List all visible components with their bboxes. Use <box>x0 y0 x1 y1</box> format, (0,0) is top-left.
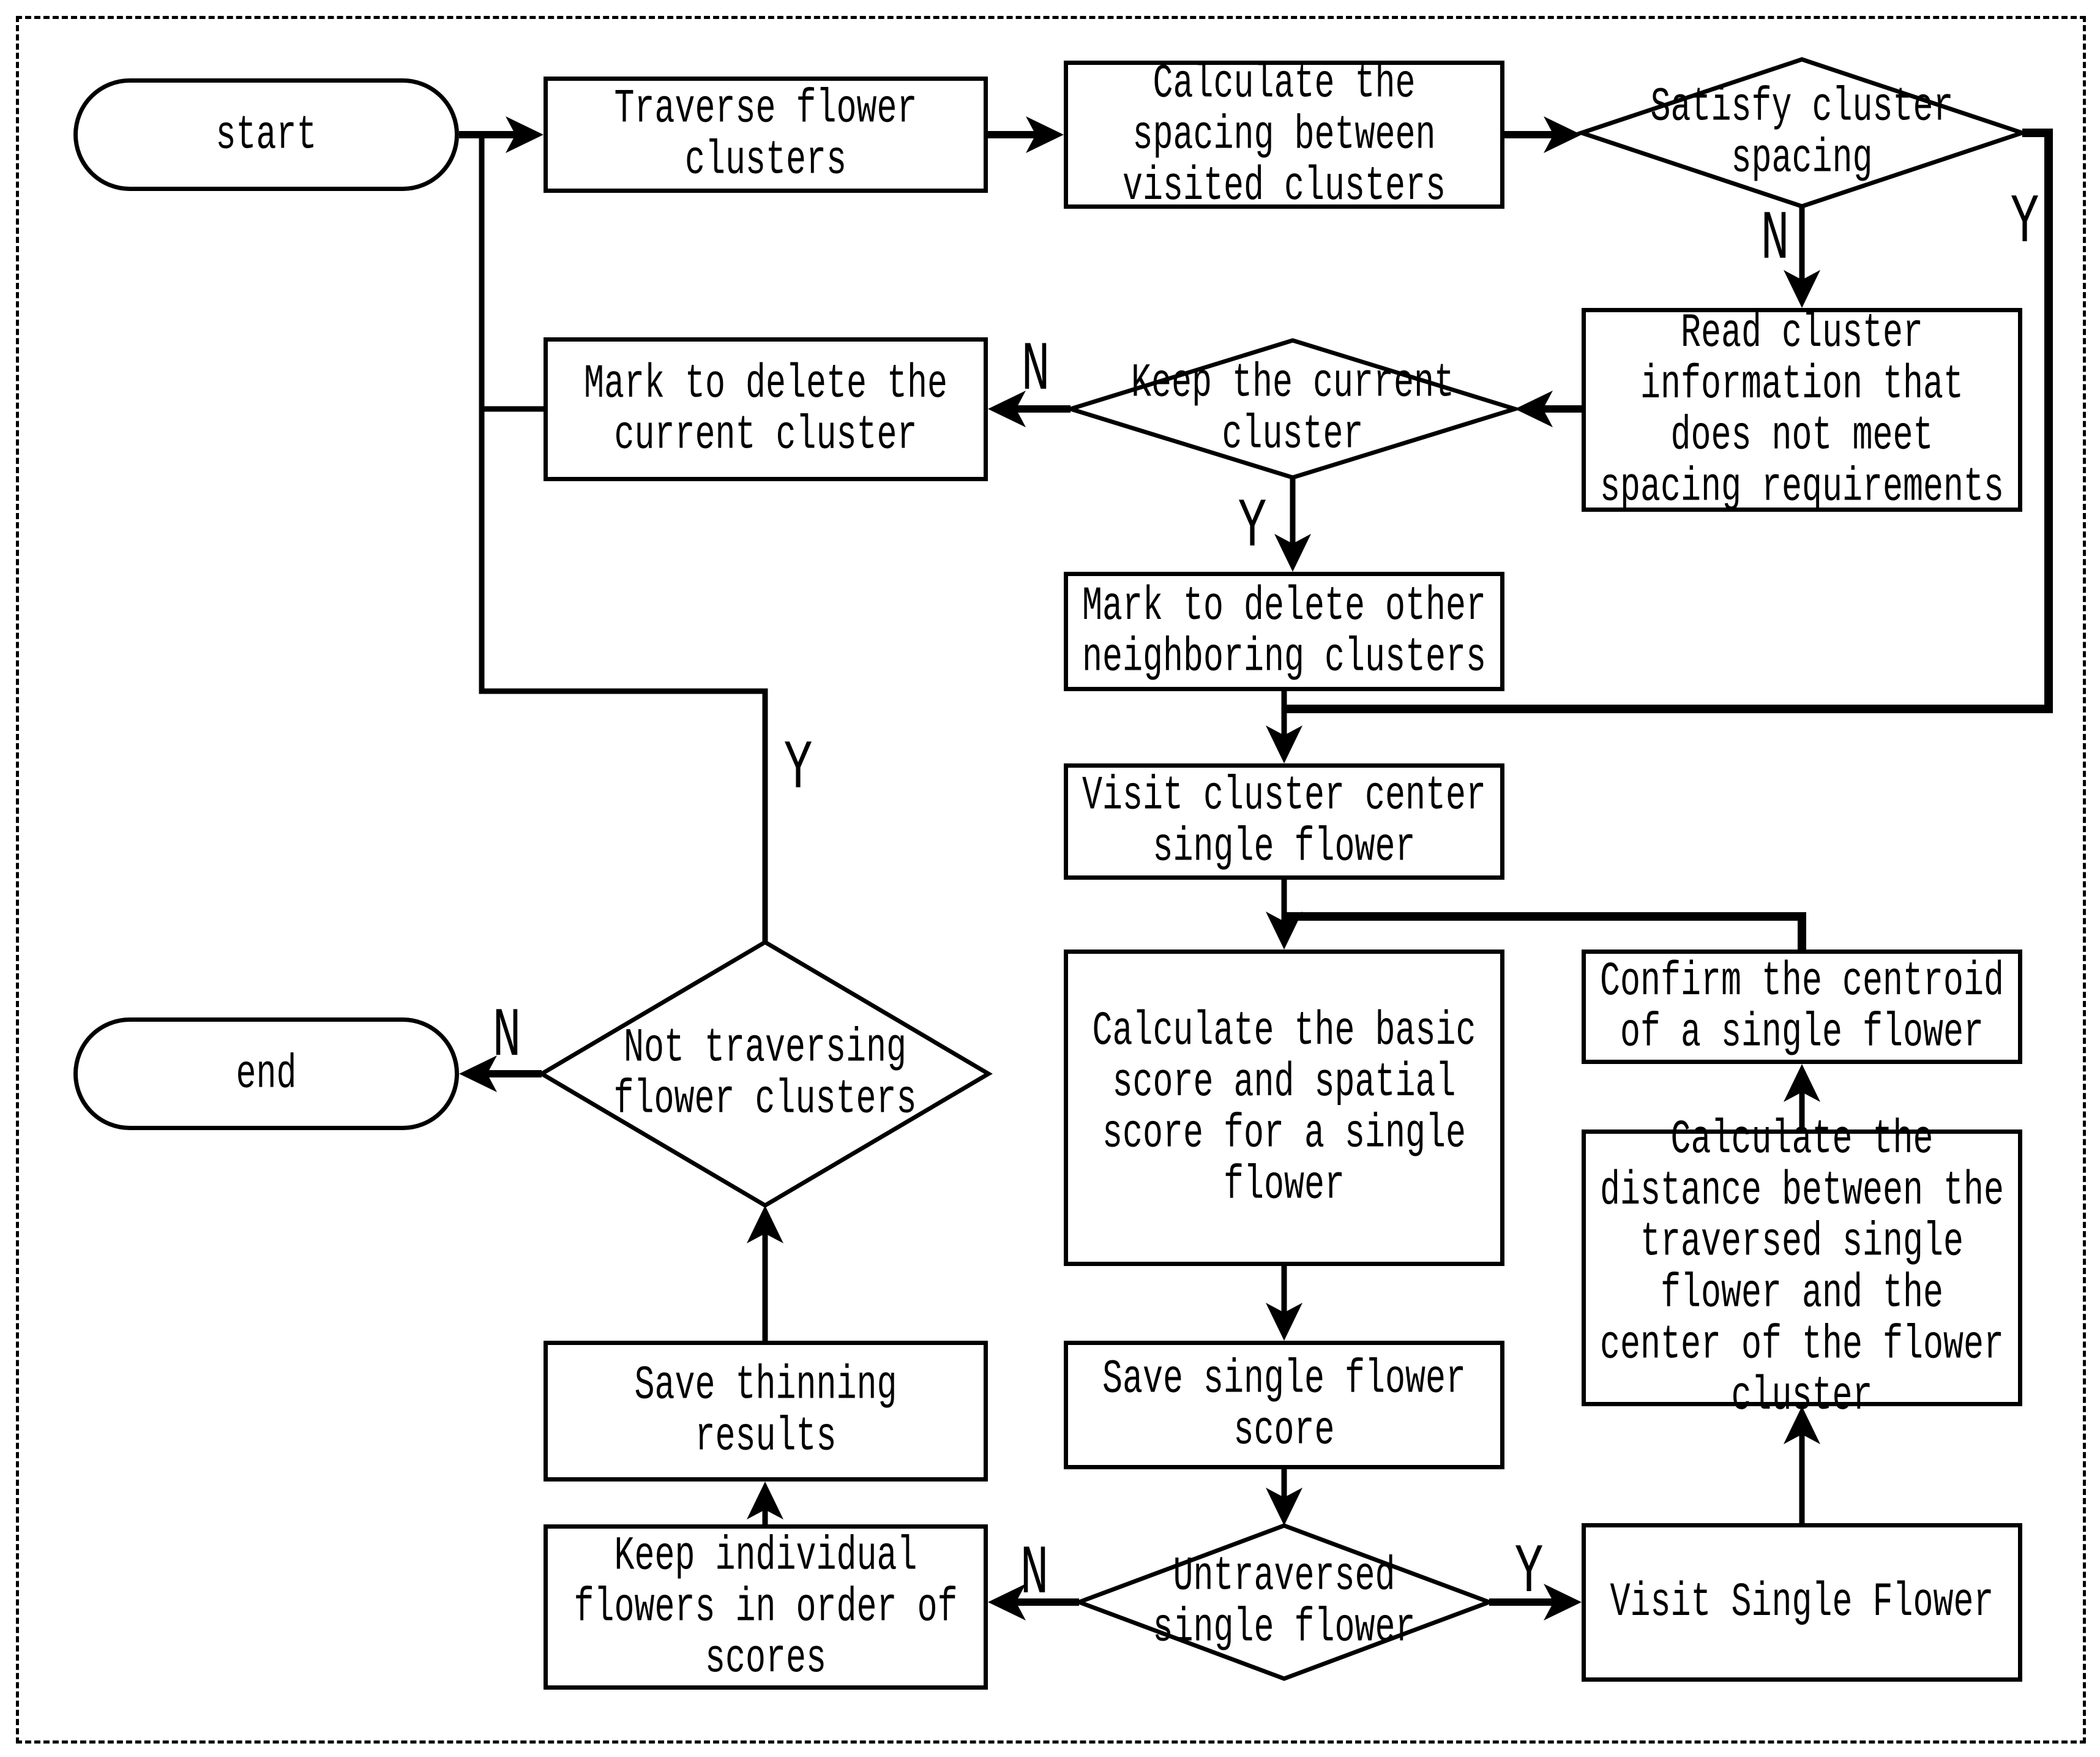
arrow-start-to-traverse <box>459 116 544 153</box>
diamond-keep-the-current-cluster <box>1063 338 1522 480</box>
diamond-untraversed-single-flower <box>1072 1523 1496 1681</box>
arrow-calc-distance-to-confirm <box>1784 1064 1820 1130</box>
not-traversing-clusters-label: Not traversing flower clusters <box>613 1021 917 1127</box>
confirm-centroid-label: Confirm the centroid of a single flower <box>1599 953 2005 1060</box>
calculate-basic-score-label: Calculate the basic score and spatial sc… <box>1092 1003 1476 1212</box>
keep-yes-label: Y <box>1238 489 1267 567</box>
loop-yes-label: Y <box>783 730 813 809</box>
arrow-satisfy-no-to-read-info <box>1784 206 1820 308</box>
end-label: end <box>236 1046 297 1101</box>
traverse-label: Traverse flower clusters <box>614 81 917 188</box>
confirm-loopback-connector <box>1284 912 1806 950</box>
save-single-flower-score-label: Save single flower score <box>1102 1352 1467 1458</box>
arrow-keep-individual-to-save-thinning <box>747 1482 783 1524</box>
untraversed-single-flower-label: Untraversed single flower <box>1153 1549 1416 1655</box>
start-terminal <box>73 78 459 191</box>
box-calculate-basic-score <box>1064 950 1504 1266</box>
diamond-satisfy-cluster-spacing <box>1574 57 2030 209</box>
keep-no-label: N <box>1021 332 1050 410</box>
satisfy-yes-label: Y <box>2010 184 2039 263</box>
arrow-untraversed-no-to-keep-individual <box>988 1584 1079 1620</box>
start-label: start <box>215 107 317 162</box>
box-calculate-spacing <box>1064 61 1504 209</box>
read-cluster-information-label: Read cluster information that does not m… <box>1599 305 2005 514</box>
save-thinning-results-label: Save thinning results <box>634 1358 897 1464</box>
visit-single-flower-label: Visit Single Flower <box>1610 1575 1994 1630</box>
satisfy-cluster-spacing-label: Satisfy cluster spacing <box>1650 80 1954 186</box>
calculate-spacing-label: Calculate the spacing between visited cl… <box>1122 56 1446 214</box>
arrow-keep-yes-to-mark-delete-other <box>1274 478 1311 572</box>
dashed-border <box>16 16 2086 1744</box>
satisfy-no-label: N <box>1760 201 1790 279</box>
arrow-keep-no-to-mark-delete-current <box>988 391 1071 427</box>
arrow-mark-other-to-visit-center <box>1266 691 1302 763</box>
calculate-distance-label: Calculate the distance between the trave… <box>1599 1112 2005 1424</box>
diamond-not-traversing-flower-clusters <box>537 939 993 1208</box>
box-confirm-centroid <box>1582 950 2022 1064</box>
end-terminal <box>73 1017 459 1130</box>
satisfy-yes-connector <box>1284 129 2053 713</box>
mark-delete-other-label: Mark to delete other neighboring cluster… <box>1082 578 1487 685</box>
arrow-calc-basic-to-save-score <box>1266 1266 1302 1341</box>
box-calculate-distance <box>1582 1130 2022 1406</box>
keep-current-cluster-label: Keep the current cluster <box>1130 356 1455 462</box>
arrow-save-score-to-untraversed <box>1266 1469 1302 1526</box>
mark-delete-current-label: Mark to delete the current cluster <box>583 356 948 463</box>
box-read-cluster-information <box>1582 308 2022 512</box>
arrow-not-traversing-no-to-end <box>459 1055 542 1092</box>
untraversed-yes-label: Y <box>1514 1534 1544 1613</box>
untraversed-no-label: N <box>1020 1535 1049 1614</box>
arrow-save-thinning-to-not-traversing <box>747 1205 783 1341</box>
box-visit-cluster-center <box>1064 763 1504 880</box>
box-visit-single-flower <box>1582 1523 2022 1682</box>
box-keep-individual-flowers <box>544 1524 988 1690</box>
arrow-visit-single-to-calc-distance <box>1784 1406 1820 1523</box>
visit-cluster-center-label: Visit cluster center single flower <box>1082 768 1487 875</box>
box-save-thinning-results <box>544 1341 988 1482</box>
arrow-read-info-to-keep-current <box>1515 391 1582 427</box>
arrow-traverse-to-calc-spacing <box>988 116 1064 153</box>
loop-yes-connector <box>479 135 768 942</box>
arrow-calc-spacing-to-satisfy <box>1504 116 1582 153</box>
not-traversing-no-label: N <box>492 998 521 1076</box>
box-save-single-flower-score <box>1064 1341 1504 1469</box>
keep-individual-flowers-label: Keep individual flowers in order of scor… <box>574 1528 958 1686</box>
arrow-untraversed-yes-to-visit-single <box>1489 1584 1582 1620</box>
box-mark-delete-current-cluster <box>544 337 988 481</box>
box-traverse-flower-clusters <box>544 77 988 193</box>
box-mark-delete-other-clusters <box>1064 572 1504 691</box>
